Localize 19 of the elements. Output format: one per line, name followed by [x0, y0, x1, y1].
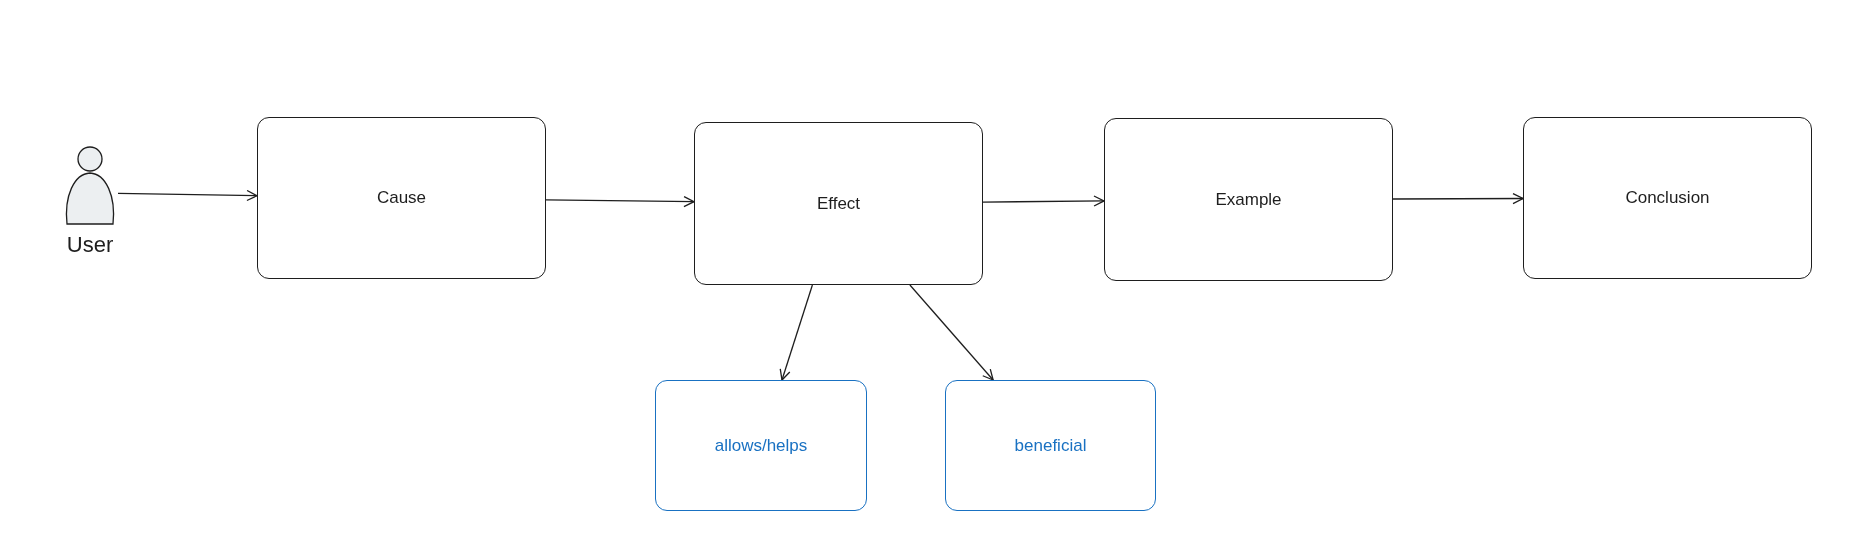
box-label: Cause — [376, 188, 427, 208]
arrow — [909, 284, 994, 381]
arrow — [779, 284, 814, 381]
process-box — [1523, 117, 1812, 279]
process-box — [1104, 118, 1393, 281]
user-label: User — [66, 232, 114, 258]
box-label: beneficial — [1014, 435, 1087, 456]
process-box — [945, 380, 1156, 511]
arrow — [1392, 192, 1524, 205]
process-box — [257, 117, 546, 279]
arrow — [545, 195, 695, 208]
box-label: allows/helps — [714, 435, 808, 456]
box-label: Example — [1215, 189, 1282, 210]
arrow — [117, 189, 258, 202]
box-label: Effect — [816, 193, 861, 214]
box-label: Conclusion — [1625, 188, 1710, 208]
process-box — [694, 122, 983, 285]
arrow — [982, 195, 1105, 207]
process-box — [655, 380, 867, 511]
